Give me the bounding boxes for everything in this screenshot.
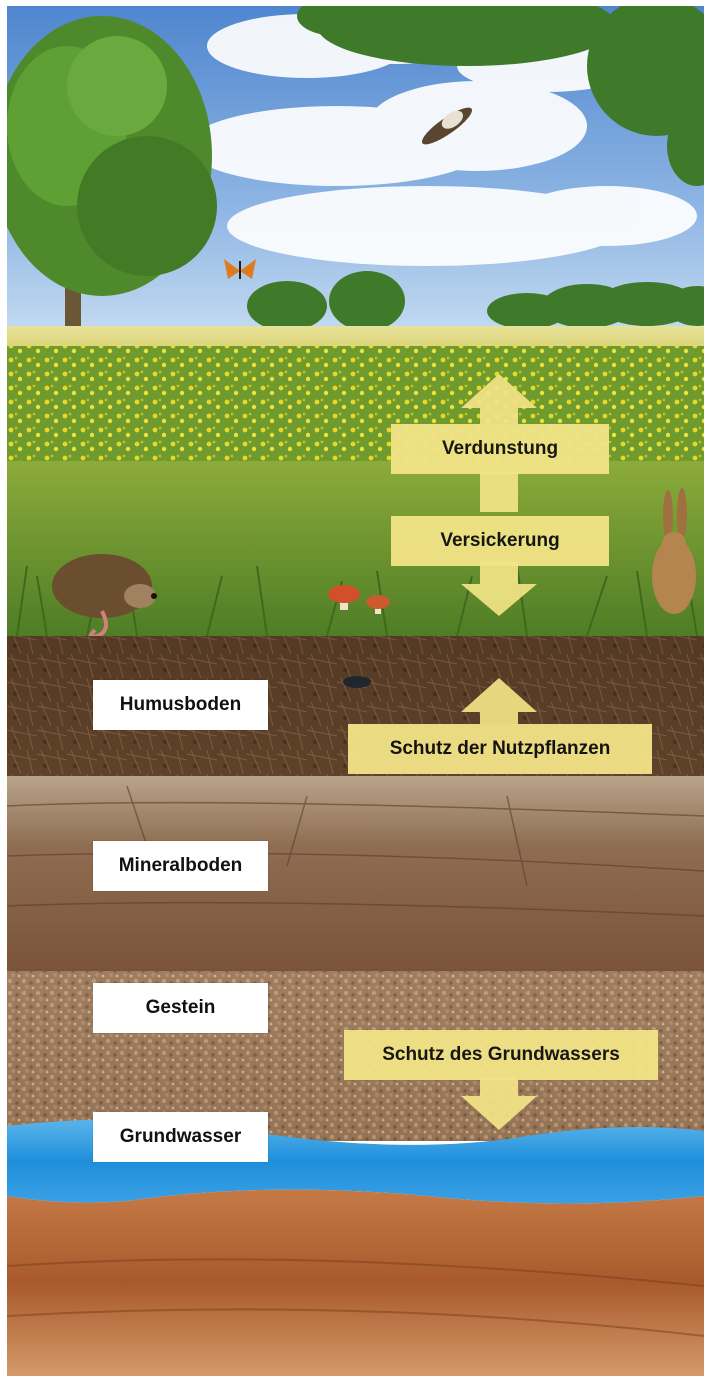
evaporation-label: Verdunstung — [391, 424, 609, 474]
beetle-icon — [343, 676, 371, 688]
illustration-frame: Verdunstung Versickerung Schutz der Nutz… — [7, 6, 704, 1376]
crop-protection-label: Schutz der Nutzpflanzen — [348, 724, 652, 774]
groundwater-layer-label: Grundwasser — [93, 1112, 268, 1162]
subsoil-layer — [7, 1190, 704, 1376]
arrow-connector — [480, 472, 518, 512]
groundwater-protection-label: Schutz des Grundwassers — [344, 1030, 658, 1080]
humus-layer-label: Humusboden — [93, 680, 268, 730]
rock-layer-label: Gestein — [93, 983, 268, 1033]
infiltration-label: Versickerung — [391, 516, 609, 566]
mineral-layer-label: Mineralboden — [93, 841, 268, 891]
